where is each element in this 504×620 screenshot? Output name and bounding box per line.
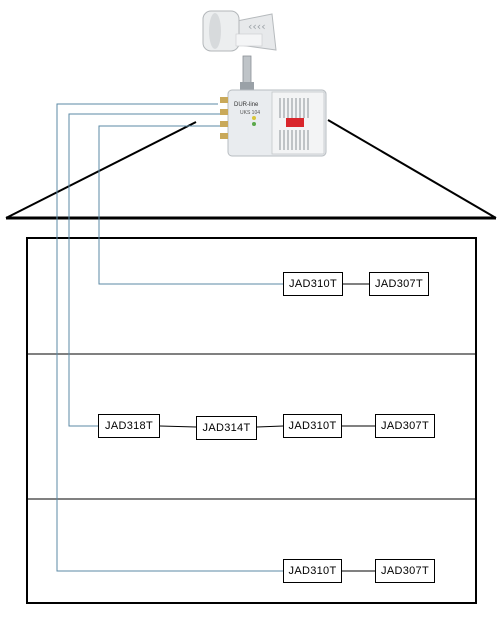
cable-bottom-floor bbox=[56, 103, 283, 572]
outlet-box-middle-1: JAD318T bbox=[98, 414, 160, 438]
outlet-box-bottom-2: JAD307T bbox=[375, 559, 435, 583]
cable-middle-floor bbox=[68, 113, 220, 427]
roof bbox=[5, 119, 497, 220]
outlet-box-middle-2: JAD314T bbox=[196, 416, 257, 440]
outlet-links bbox=[159, 283, 375, 572]
outlet-box-top-2: JAD307T bbox=[369, 272, 429, 296]
lnb-icon: ‹‹‹‹ bbox=[202, 10, 277, 97]
outlet-box-middle-4: JAD307T bbox=[375, 414, 435, 438]
house-outline bbox=[26, 237, 477, 604]
multiswitch-model: UKS 104 bbox=[240, 110, 260, 116]
outlet-box-bottom-1: JAD310T bbox=[283, 559, 342, 583]
cable-top-floor bbox=[98, 125, 283, 285]
svg-text:‹‹‹‹: ‹‹‹‹ bbox=[248, 20, 266, 33]
multiswitch-icon: DUR-line UKS 104 bbox=[220, 89, 327, 157]
outlet-box-top-1: JAD310T bbox=[283, 272, 343, 296]
coax-cables bbox=[56, 103, 283, 572]
multiswitch-brand: DUR-line bbox=[234, 102, 259, 108]
outlet-box-middle-3: JAD310T bbox=[283, 414, 342, 438]
